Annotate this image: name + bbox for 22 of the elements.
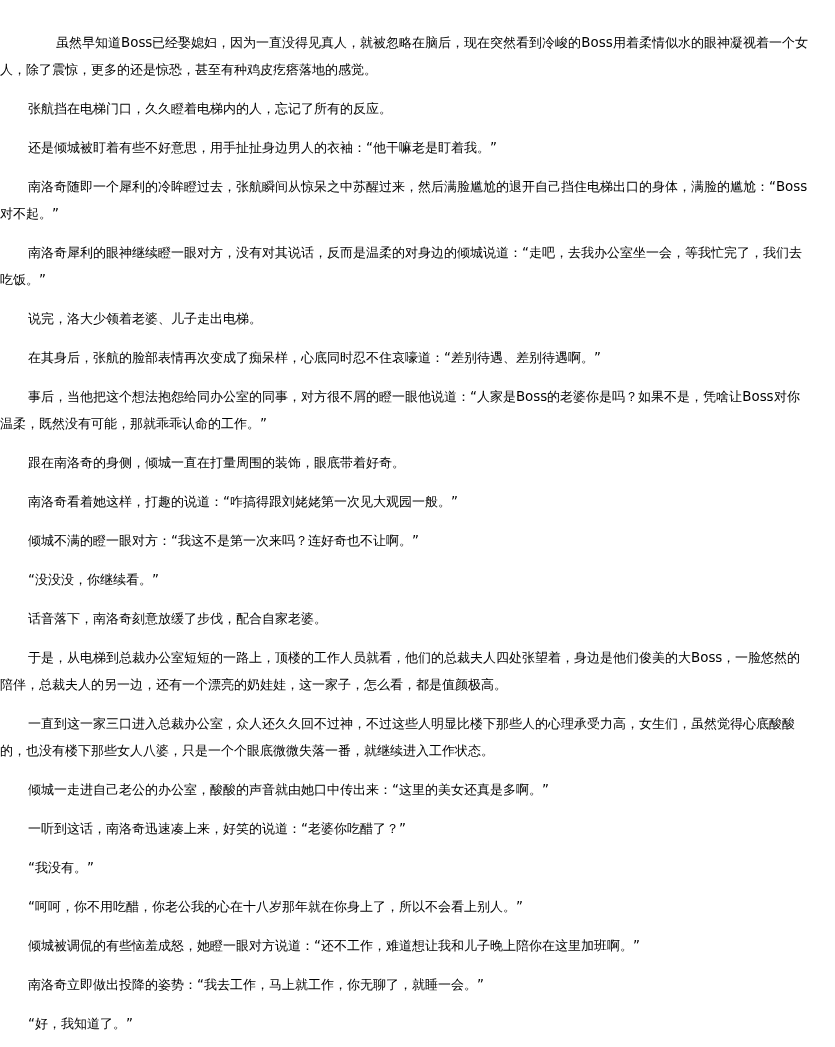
paragraph: 倾城一走进自己老公的办公室，酸酸的声音就由她口中传出来：“这里的美女还真是多啊。” xyxy=(27,781,550,799)
paragraph: 跟在南洛奇的身侧，倾城一直在打量周围的装饰，眼底带着好奇。 xyxy=(27,454,406,472)
paragraph: 事后，当他把这个想法抱怨给同办公室的同事，对方很不屑的瞪一眼他说道：“人家是Boss的老婆你是吗？如果不是，凭啥让Boss对你温柔，既然没有可能，那就乖乖认命的工作。” xyxy=(0,388,801,433)
paragraph: 南洛奇立即做出投降的姿势：“我去工作，马上就工作，你无聊了，就睡一会。” xyxy=(27,976,485,994)
paragraph: 张航挡在电梯门口，久久瞪着电梯内的人，忘记了所有的反应。 xyxy=(27,100,393,118)
paragraph: 一直到这一家三口进入总裁办公室，众人还久久回不过神，不过这些人明显比楼下那些人的心理承受力高，女生们，虽然觉得心底酸酸的，也没有楼下那些女人八婆，只是一个个眼底微微失落一番，就继续进入工作状态。 xyxy=(0,715,796,760)
paragraph: “我没有。” xyxy=(27,859,95,877)
paragraph: 南洛奇看着她这样，打趣的说道：“咋搞得跟刘姥姥第一次见大观园一般。” xyxy=(27,493,459,511)
paragraph: 话音落下，南洛奇刻意放缓了步伐，配合自家老婆。 xyxy=(27,610,328,628)
paragraph: “没没没，你继续看。” xyxy=(27,571,160,589)
paragraph: “好，我知道了。” xyxy=(27,1015,134,1033)
paragraph: 于是，从电梯到总裁办公室短短的一路上，顶楼的工作人员就看，他们的总裁夫人四处张望着，身边是他们俊美的大Boss，一脸悠然的陪伴，总裁夫人的另一边，还有一个漂亮的奶娃娃，这一家子，怎么看，都是值颜极高。 xyxy=(0,649,802,694)
paragraph: 倾城被调侃的有些恼羞成怒，她瞪一眼对方说道：“还不工作，难道想让我和儿子晚上陪你在这里加班啊。” xyxy=(27,937,641,955)
paragraph: 南洛奇随即一个犀利的冷眸瞪过去，张航瞬间从惊呆之中苏醒过来，然后满脸尴尬的退开自己挡住电梯出口的身体，满脸的尴尬：“Boss对不起。” xyxy=(0,178,808,223)
paragraph: 说完，洛大少领着老婆、儿子走出电梯。 xyxy=(27,310,263,328)
paragraph: 南洛奇犀利的眼神继续瞪一眼对方，没有对其说话，反而是温柔的对身边的倾城说道：“走吧，去我办公室坐一会，等我忙完了，我们去吃饭。” xyxy=(0,244,803,289)
paragraph: 虽然早知道Boss已经娶媳妇，因为一直没得见真人，就被忽略在脑后，现在突然看到冷峻的Boss用着柔情似水的眼神凝视着一个女人，除了震惊，更多的还是惊恐，甚至有种鸡皮疙瘩落地的感觉。 xyxy=(0,34,808,79)
paragraph: 倾城不满的瞪一眼对方：“我这不是第一次来吗？连好奇也不让啊。” xyxy=(27,532,420,550)
paragraph: 在其身后，张航的脸部表情再次变成了痴呆样，心底同时忍不住哀嚎道：“差别待遇、差别待遇啊。” xyxy=(27,349,602,367)
paragraph: 一听到这话，南洛奇迅速凑上来，好笑的说道：“老婆你吃醋了？” xyxy=(27,820,407,838)
paragraph: 还是倾城被盯着有些不好意思，用手扯扯身边男人的衣袖：“他干嘛老是盯着我。” xyxy=(27,139,498,157)
paragraph: “呵呵，你不用吃醋，你老公我的心在十八岁那年就在你身上了，所以不会看上别人。” xyxy=(27,898,524,916)
